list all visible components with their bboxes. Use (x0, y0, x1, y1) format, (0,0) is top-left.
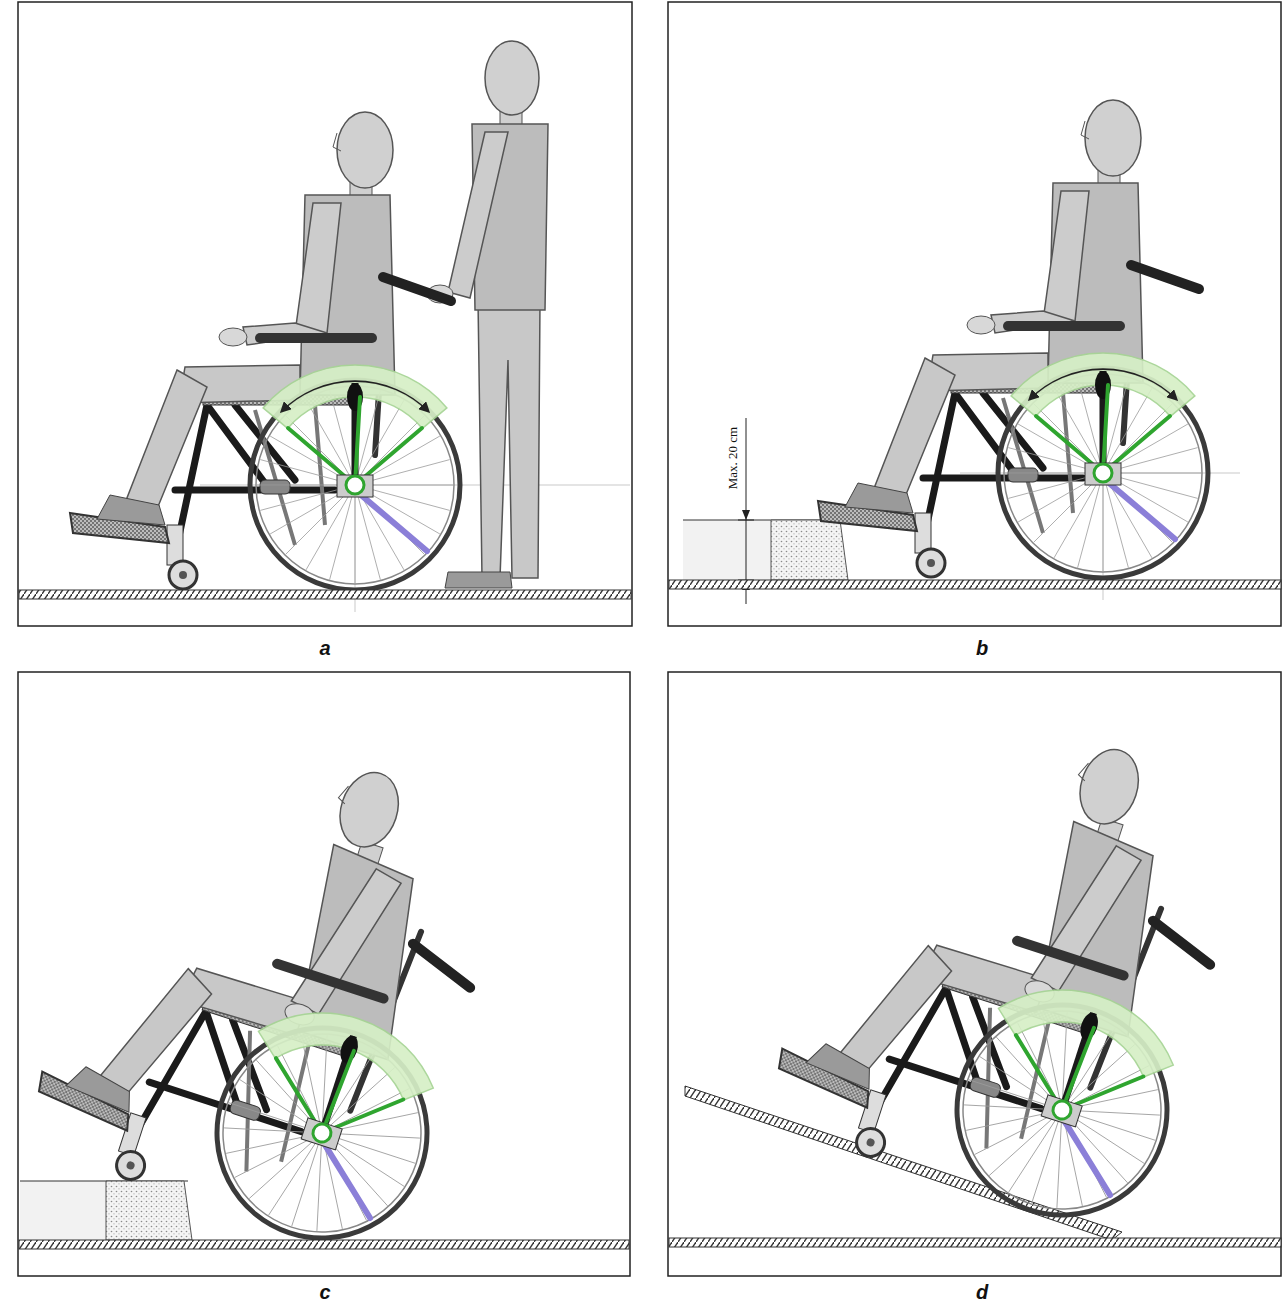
axis-line (200, 260, 630, 612)
curb (683, 520, 771, 580)
panel-letter: d (976, 1281, 988, 1303)
ground (19, 1240, 629, 1249)
dimension-arrows (742, 510, 750, 590)
panel-letter: c (319, 1281, 330, 1303)
dimension-line (738, 418, 754, 604)
curb-stone (771, 520, 848, 580)
dimension-label: Max. 20 cm (726, 425, 740, 491)
panel-frame (18, 2, 632, 626)
ground (669, 1238, 1281, 1247)
head (485, 41, 539, 115)
rotation-arrows (282, 381, 429, 411)
panel-frame (18, 672, 630, 1276)
arm (448, 132, 508, 298)
wheelchair-wheel (930, 880, 1226, 1243)
panel-frame (668, 672, 1281, 1276)
legs (478, 300, 540, 578)
panel-letter: a (319, 637, 330, 659)
wheelchair-wheel (998, 265, 1208, 578)
ground (669, 580, 1281, 589)
attendant (427, 41, 548, 588)
ground (19, 590, 631, 599)
rotation-arrows (1030, 369, 1177, 399)
seated-person (97, 112, 395, 525)
seated-person (845, 100, 1143, 513)
wheelchair-wheel (250, 277, 460, 590)
wheelchair-wheel (190, 903, 486, 1266)
panel-letter: b (976, 637, 988, 659)
curb (20, 1181, 106, 1240)
panel-frame (668, 2, 1281, 626)
curb-stone (106, 1181, 192, 1240)
shoe (445, 572, 512, 588)
